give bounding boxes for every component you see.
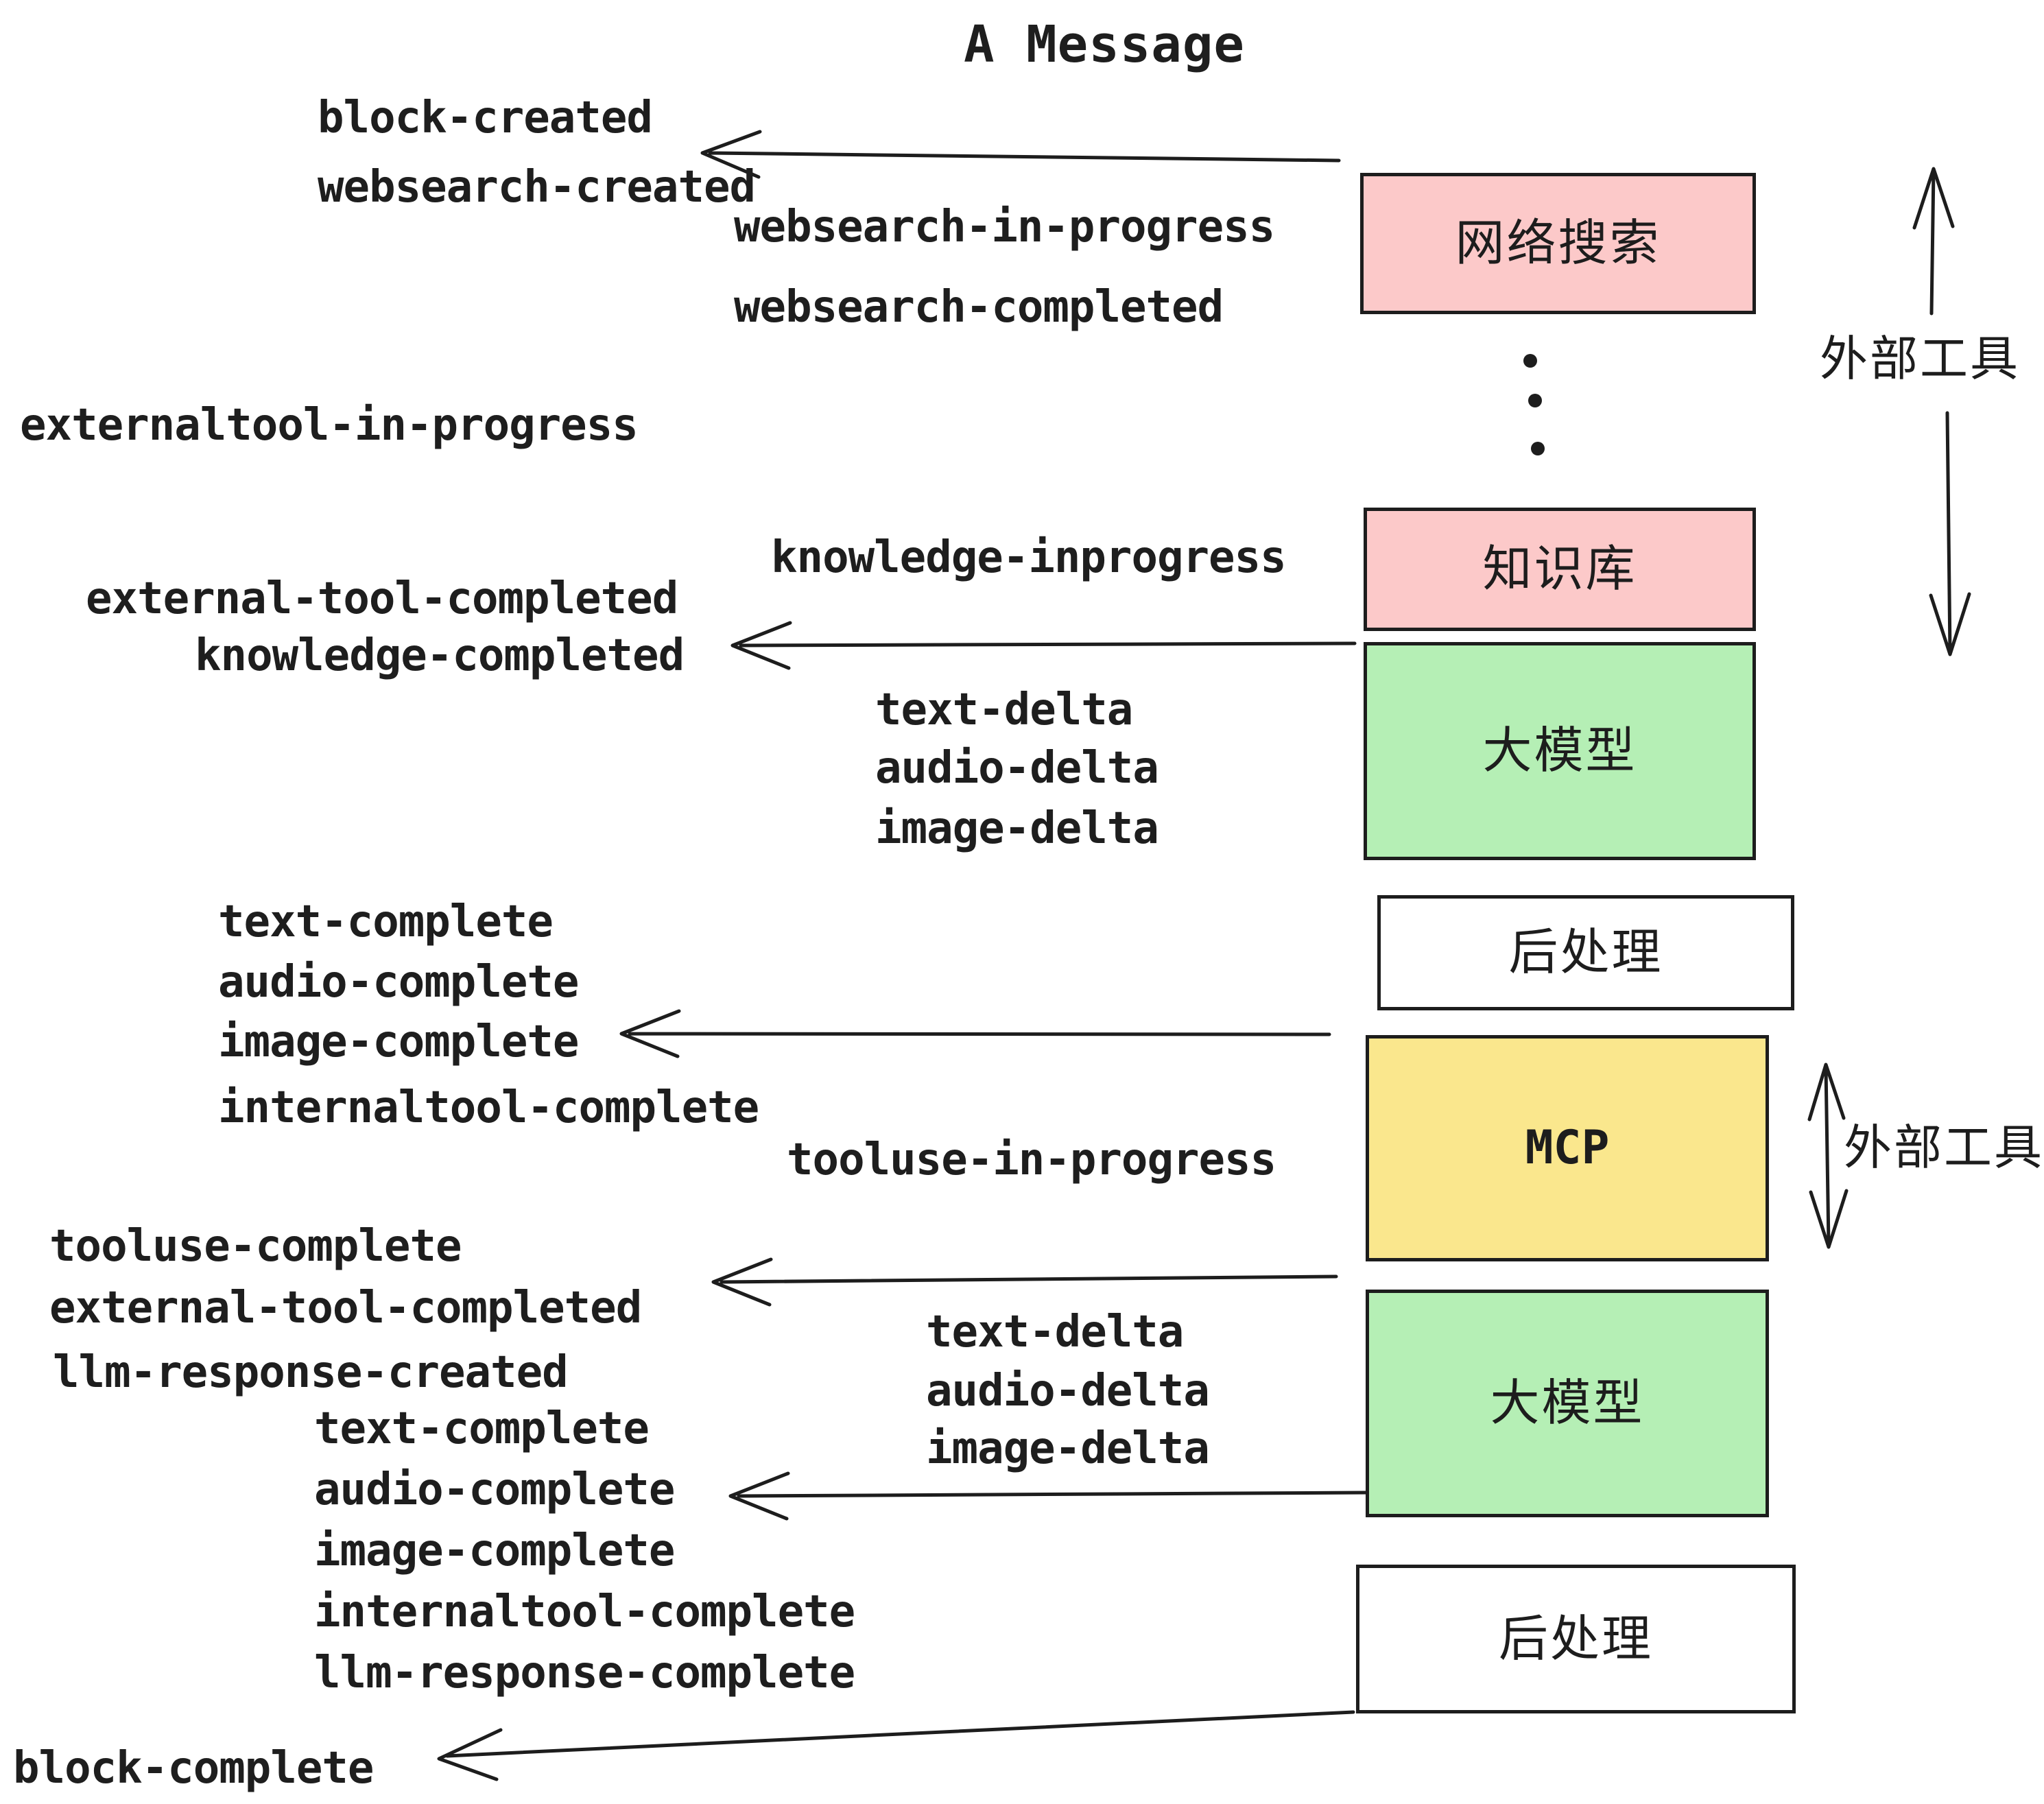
event-label-audio-delta: audio-delta — [875, 743, 1159, 794]
node-mcp: MCP — [1366, 1035, 1769, 1261]
node-postprocess-2: 后处理 — [1356, 1565, 1796, 1713]
event-label-text-delta: text-delta — [875, 685, 1133, 735]
node-llm-2-label: 大模型 — [1490, 1376, 1645, 1431]
event-label-image-complete-2: image-complete — [314, 1526, 675, 1576]
external-tools-label-mcp: 外部工具 — [1844, 1121, 2044, 1174]
node-postprocess-2-label: 后处理 — [1498, 1611, 1653, 1667]
diagram-title: A Message — [964, 15, 1245, 74]
node-websearch-label: 网络搜索 — [1455, 216, 1661, 271]
arrow-to-image-complete — [619, 1009, 1331, 1058]
event-label-internaltool-complete: internaltool-complete — [218, 1082, 759, 1133]
event-label-image-delta: image-delta — [875, 803, 1159, 854]
node-mcp-label: MCP — [1525, 1121, 1610, 1175]
node-websearch: 网络搜索 — [1360, 173, 1756, 314]
event-label-knowledge-inprogress: knowledge-inprogress — [771, 532, 1287, 583]
arrow-to-tooluse-complete — [711, 1257, 1338, 1307]
event-label-knowledge-completed: knowledge-completed — [195, 630, 685, 681]
event-label-tooluse-in-progress: tooluse-in-progress — [787, 1135, 1276, 1185]
event-label-text-delta-2: text-delta — [926, 1307, 1184, 1357]
event-label-image-complete: image-complete — [218, 1017, 579, 1067]
node-knowledge-base: 知识库 — [1364, 508, 1756, 631]
event-label-externaltool-in-progress: externaltool-in-progress — [20, 400, 639, 451]
arrow-to-block-complete — [437, 1710, 1355, 1781]
event-label-block-complete: block-complete — [13, 1743, 374, 1794]
event-label-audio-complete-2: audio-complete — [314, 1464, 675, 1515]
node-postprocess-1-label: 后处理 — [1508, 925, 1663, 980]
external-tools-label-top: 外部工具 — [1820, 332, 2020, 385]
event-label-block-created: block-created — [318, 93, 653, 143]
node-knowledge-base-label: 知识库 — [1482, 542, 1637, 597]
event-label-audio-complete: audio-complete — [218, 957, 579, 1008]
event-label-internaltool-complete-2: internaltool-complete — [314, 1587, 855, 1637]
event-label-image-delta-2: image-delta — [926, 1423, 1210, 1474]
external-tools-arrow-down — [1929, 411, 1971, 656]
ellipsis-dot — [1523, 354, 1537, 368]
event-label-external-tool-completed: external-tool-completed — [86, 573, 678, 624]
event-label-external-tool-completed-2: external-tool-completed — [49, 1283, 642, 1333]
event-label-llm-response-complete: llm-response-complete — [314, 1648, 855, 1698]
mcp-external-tools-arrow — [1807, 1063, 1849, 1249]
event-label-audio-delta-2: audio-delta — [926, 1366, 1210, 1416]
event-label-text-complete-2: text-complete — [314, 1403, 650, 1454]
node-postprocess-1: 后处理 — [1377, 895, 1794, 1010]
ellipsis-dot — [1528, 394, 1542, 407]
event-label-llm-response-created: llm-response-created — [53, 1347, 569, 1398]
external-tools-arrow-up — [1912, 167, 1955, 316]
arrow-to-knowledge-completed — [730, 621, 1357, 670]
event-label-text-complete: text-complete — [218, 897, 554, 947]
node-llm-1: 大模型 — [1364, 642, 1756, 860]
ellipsis-dot — [1531, 442, 1545, 455]
node-llm-2: 大模型 — [1366, 1290, 1769, 1517]
event-label-websearch-completed: websearch-completed — [734, 282, 1224, 333]
node-llm-1-label: 大模型 — [1482, 724, 1637, 779]
arrow-to-audio-complete — [728, 1471, 1368, 1521]
event-label-websearch-created: websearch-created — [318, 162, 756, 213]
arrow-to-websearch-created — [700, 130, 1341, 179]
event-label-websearch-in-progress: websearch-in-progress — [734, 202, 1275, 252]
event-label-tooluse-complete: tooluse-complete — [49, 1221, 462, 1272]
